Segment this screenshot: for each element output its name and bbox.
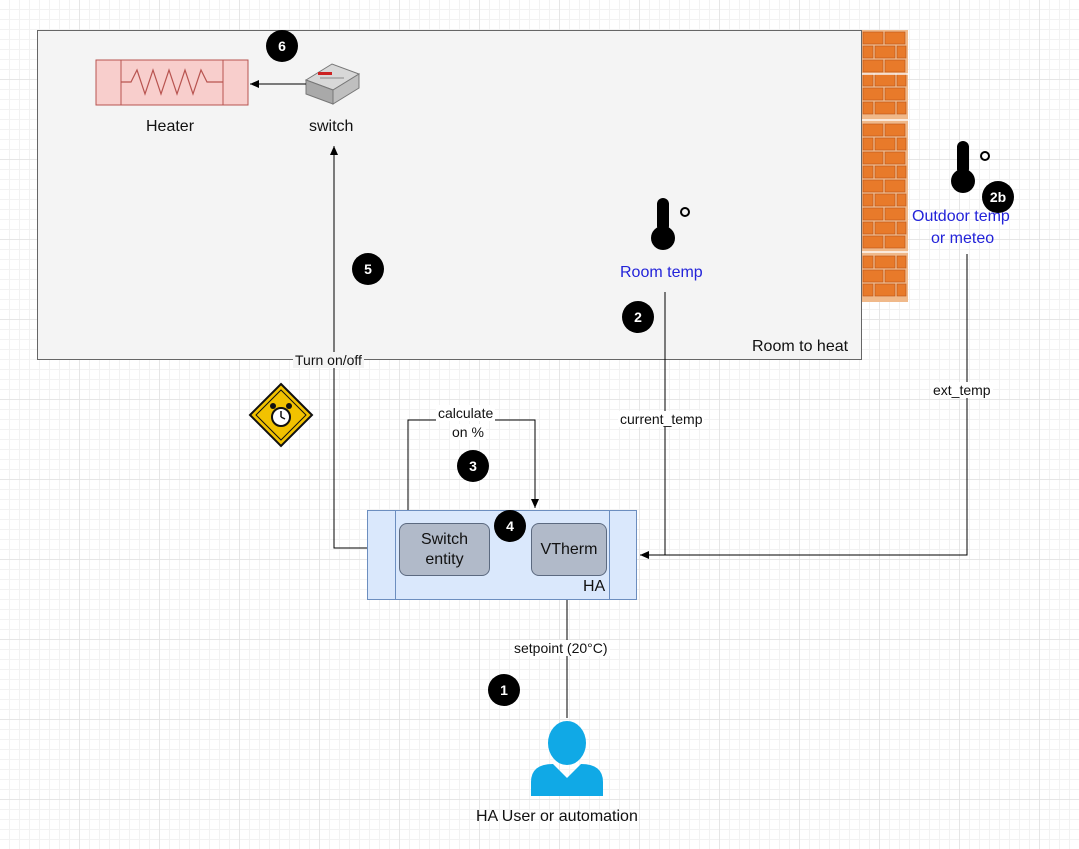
outdoor-thermometer-icon xyxy=(951,141,990,193)
switch-entity-box: Switch entity xyxy=(399,523,490,576)
heater-label: Heater xyxy=(146,118,195,135)
user-label: HA User or automation xyxy=(476,808,638,825)
edge-label-calculate-line2: on % xyxy=(450,424,486,440)
switch-device-icon xyxy=(304,63,361,105)
brick-wall-icon xyxy=(862,30,908,302)
outdoor-temp-label-line1: Outdoor temp xyxy=(912,208,1010,225)
room-temp-label: Room temp xyxy=(620,264,703,281)
step-badge-2: 2 xyxy=(622,301,654,333)
vtherm-label: VTherm xyxy=(540,540,598,558)
step-badge-3: 3 xyxy=(457,450,489,482)
vtherm-box: VTherm xyxy=(531,523,607,576)
edge-label-setpoint: setpoint (20°C) xyxy=(512,640,610,656)
edge-label-current-temp: current_temp xyxy=(618,411,705,427)
step-badge-2b: 2b xyxy=(982,181,1014,213)
switch-label: switch xyxy=(309,118,354,135)
switch-entity-label-line2: entity xyxy=(425,550,464,568)
ha-divider-right xyxy=(609,511,610,599)
edge-label-calculate-line1: calculate xyxy=(436,405,496,421)
switch-entity-label-line1: Switch xyxy=(420,530,469,548)
ha-label: HA xyxy=(583,578,606,595)
step-badge-1: 1 xyxy=(488,674,520,706)
room-label: Room to heat xyxy=(752,338,849,355)
outdoor-temp-label-line2: or meteo xyxy=(931,230,995,247)
step-badge-4: 4 xyxy=(494,510,526,542)
edge-label-ext-temp: ext_temp xyxy=(931,382,993,398)
alarm-clock-icon xyxy=(248,382,314,448)
thermometer-icon xyxy=(651,198,690,250)
ha-divider-left xyxy=(395,511,396,599)
user-icon xyxy=(531,721,603,796)
step-badge-5: 5 xyxy=(352,253,384,285)
heater-icon xyxy=(95,59,249,106)
step-badge-6: 6 xyxy=(266,30,298,62)
edge-label-turn-on-off: Turn on/off xyxy=(293,352,364,368)
